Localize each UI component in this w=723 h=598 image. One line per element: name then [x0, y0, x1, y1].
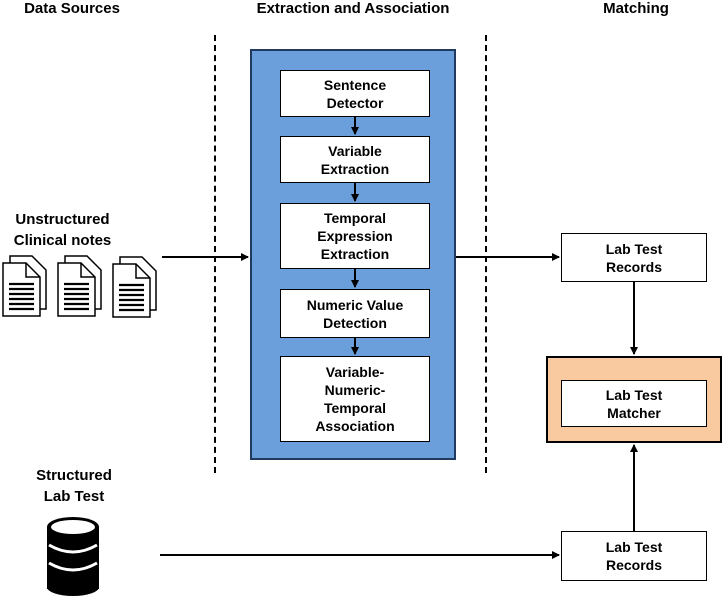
document-icon [57, 255, 102, 317]
lab-test-records-top-label: Lab Test Records [605, 240, 663, 275]
lab-test-records-bottom: Lab Test Records [561, 531, 707, 581]
database-icon [47, 517, 99, 596]
divider-left [214, 35, 216, 473]
step-temporal-expression-extraction-label: Temporal Expression Extraction [317, 210, 393, 262]
structured-lab-test-label: Structured Lab Test [36, 467, 112, 505]
step-variable-numeric-temporal-association: Variable- Numeric- Temporal Association [280, 356, 430, 442]
lab-test-matcher: Lab Test Matcher [561, 380, 707, 427]
document-icon [112, 256, 157, 318]
step-numeric-value-detection: Numeric Value Detection [280, 289, 430, 338]
step-variable-extraction: Variable Extraction [280, 136, 430, 183]
step-association-label: Variable- Numeric- Temporal Association [315, 364, 395, 434]
divider-right [485, 35, 487, 473]
header-extraction-association: Extraction and Association [256, 0, 450, 17]
lab-test-matcher-label: Lab Test Matcher [605, 386, 663, 421]
step-sentence-detector-label: Sentence Detector [323, 76, 387, 111]
document-icon [2, 255, 47, 317]
step-variable-extraction-label: Variable Extraction [320, 142, 390, 177]
step-temporal-expression-extraction: Temporal Expression Extraction [280, 203, 430, 269]
step-numeric-value-detection-label: Numeric Value Detection [306, 296, 404, 331]
lab-test-records-top: Lab Test Records [561, 233, 707, 282]
lab-test-records-bottom-label: Lab Test Records [605, 539, 663, 573]
unstructured-notes-label: Unstructured Clinical notes [13, 211, 112, 249]
header-data-sources: Data Sources [24, 0, 120, 17]
step-sentence-detector: Sentence Detector [280, 70, 430, 117]
header-matching: Matching [603, 0, 669, 17]
